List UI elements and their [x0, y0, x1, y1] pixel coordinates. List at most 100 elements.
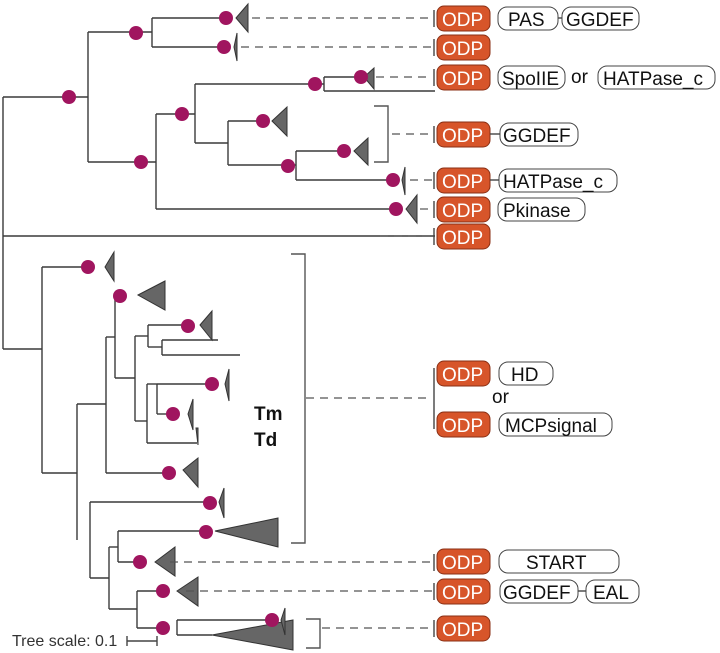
- odp-domain: ODP: [436, 196, 491, 223]
- domain-pkinase: Pkinase: [497, 197, 586, 222]
- architecture-row: ODP Pkinase: [436, 196, 586, 223]
- bracket-ggdef-group: [374, 105, 389, 163]
- brackets: [291, 105, 389, 649]
- domain-eal: EAL: [585, 579, 640, 604]
- collapsed-clade: [182, 456, 199, 489]
- architecture-row: ODP START: [436, 548, 620, 575]
- support-node: [81, 260, 95, 274]
- domain-hatpase-c: HATPase_c: [597, 65, 716, 90]
- tree-scale-label: Tree scale: 0.1: [12, 633, 117, 650]
- svg-text:ODP: ODP: [442, 172, 483, 193]
- domain-mcpsignal: MCPsignal: [498, 412, 613, 437]
- svg-text:ODP: ODP: [442, 228, 483, 249]
- svg-text:ODP: ODP: [442, 69, 483, 90]
- support-node: [175, 107, 189, 121]
- odp-domain: ODP: [436, 34, 491, 61]
- support-node: [219, 11, 233, 25]
- svg-text:ODP: ODP: [442, 10, 483, 31]
- svg-text:GGDEF: GGDEF: [566, 10, 634, 31]
- support-node: [162, 466, 176, 480]
- collapsed-clade: [214, 517, 279, 548]
- odp-domain: ODP: [436, 121, 491, 148]
- support-node: [156, 584, 170, 598]
- architecture-row: ODP HD or ODP MCPsignal: [436, 360, 613, 438]
- collapsed-clade: [224, 368, 230, 402]
- architecture-row: ODP GGDEF EAL: [436, 578, 640, 605]
- collapsed-clade: [280, 607, 286, 636]
- architecture-row: ODP SpoIIE or HATPase_c: [436, 64, 716, 91]
- support-node: [386, 173, 400, 187]
- collapsed-clade: [199, 309, 213, 342]
- support-node: [199, 525, 213, 539]
- svg-text:MCPsignal: MCPsignal: [505, 416, 597, 437]
- odp-domain: ODP: [436, 64, 491, 91]
- odp-domain: ODP: [436, 411, 491, 438]
- support-node: [337, 144, 351, 158]
- collapsed-clade: [218, 487, 225, 519]
- domain-architectures: ODP PAS GGDEF ODP ODP SpoIIE or HATPase_…: [436, 5, 716, 642]
- domain-spoiie: SpoIIE: [497, 65, 566, 90]
- domain-hd: HD: [498, 361, 554, 386]
- tree-scale: Tree scale: 0.1: [12, 633, 158, 650]
- collapsed-clade: [271, 105, 288, 138]
- svg-text:ODP: ODP: [442, 620, 483, 641]
- svg-text:PAS: PAS: [508, 10, 545, 31]
- svg-text:START: START: [526, 553, 587, 574]
- collapsed-clade: [104, 250, 115, 283]
- domain-ggdef: GGDEF: [499, 579, 579, 604]
- architecture-row: ODP PAS GGDEF: [436, 5, 640, 32]
- svg-text:GGDEF: GGDEF: [503, 126, 571, 147]
- bracket-tm-td-group: [291, 253, 306, 544]
- svg-text:EAL: EAL: [593, 583, 629, 604]
- support-node: [166, 407, 180, 421]
- svg-text:ODP: ODP: [442, 365, 483, 386]
- support-node: [281, 159, 295, 173]
- svg-text:ODP: ODP: [442, 39, 483, 60]
- collapsed-clade: [136, 280, 166, 311]
- support-node: [256, 114, 270, 128]
- svg-text:ODP: ODP: [442, 583, 483, 604]
- support-node: [129, 26, 143, 40]
- support-node: [181, 319, 195, 333]
- support-node: [203, 496, 217, 510]
- collapsed-clade: [405, 193, 418, 225]
- support-node: [217, 40, 231, 54]
- collapsed-clade: [233, 32, 238, 62]
- collapsed-clade: [187, 398, 194, 431]
- domain-ggdef: GGDEF: [561, 6, 640, 31]
- dashed-connectors: [170, 17, 432, 629]
- collapsed-clade: [363, 66, 375, 91]
- or-label: or: [571, 67, 589, 88]
- domain-start: START: [498, 549, 620, 574]
- support-node: [265, 613, 279, 627]
- svg-text:ODP: ODP: [442, 416, 483, 437]
- bracket-last-group: [306, 618, 321, 649]
- support-node: [156, 621, 170, 635]
- odp-domain: ODP: [436, 223, 491, 250]
- svg-text:HATPase_c: HATPase_c: [503, 172, 603, 193]
- collapsed-clade: [235, 2, 249, 34]
- collapsed-clade: [195, 427, 199, 446]
- svg-text:Pkinase: Pkinase: [503, 201, 571, 222]
- svg-text:HATPase_c: HATPase_c: [603, 69, 703, 90]
- odp-domain: ODP: [436, 615, 491, 642]
- odp-domain: ODP: [436, 578, 491, 605]
- odp-domain: ODP: [436, 548, 491, 575]
- group-label-tm: Tm: [254, 404, 283, 425]
- svg-text:ODP: ODP: [442, 553, 483, 574]
- support-node: [308, 77, 322, 91]
- odp-domain: ODP: [436, 167, 491, 194]
- collapsed-clade: [211, 619, 294, 651]
- support-node: [134, 155, 148, 169]
- collapsed-clade: [401, 166, 406, 196]
- tree-branches: [2, 17, 435, 636]
- svg-text:GGDEF: GGDEF: [503, 583, 571, 604]
- support-nodes: [62, 11, 403, 635]
- domain-pas: PAS: [497, 6, 559, 31]
- collapsed-clade: [353, 136, 369, 167]
- or-label: or: [492, 387, 510, 408]
- support-node: [205, 377, 219, 391]
- support-node: [62, 90, 76, 104]
- svg-text:SpoIIE: SpoIIE: [502, 69, 559, 90]
